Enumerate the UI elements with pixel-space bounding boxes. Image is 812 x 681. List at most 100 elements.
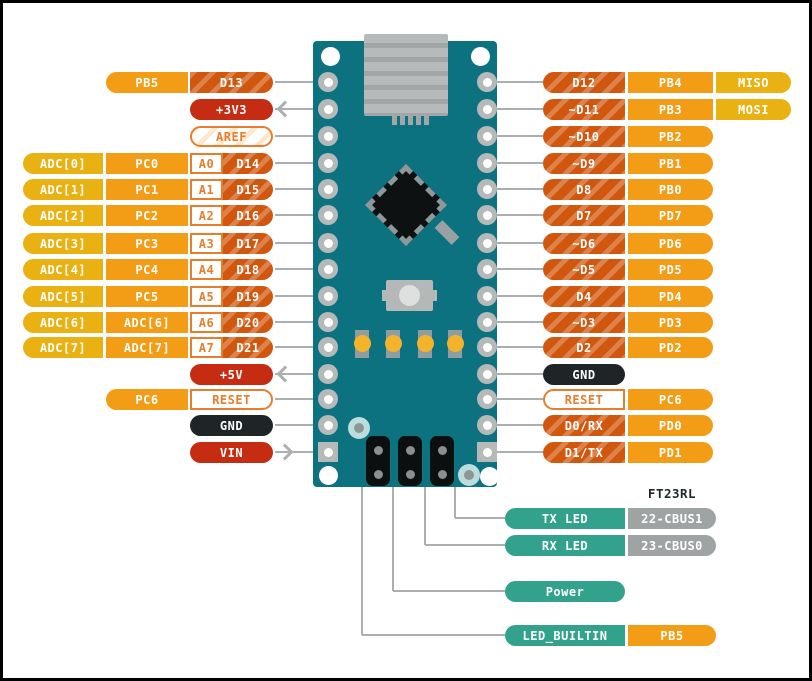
- reset-button: [386, 280, 433, 311]
- pin-label-reset: RESET: [543, 389, 625, 410]
- pin-hole-right-5: [477, 179, 497, 199]
- pin-label-tx-led: TX LED: [505, 508, 625, 529]
- analog-pin-label: A4: [190, 259, 223, 280]
- connector-line: [275, 451, 328, 453]
- pin-label-pc0: PC0: [106, 153, 188, 174]
- pin-hole-left-5: [318, 179, 338, 199]
- pin-label-d13: D13: [190, 72, 273, 93]
- mounting-hole: [319, 466, 338, 485]
- pin-hole-right-10: [477, 312, 497, 332]
- pin-hole-left-9: [318, 286, 338, 306]
- pin-label-miso: MISO: [716, 72, 791, 93]
- pin-label-pc2: PC2: [106, 205, 188, 226]
- connector-line: [487, 373, 543, 375]
- connector-line: [487, 321, 543, 323]
- pin-label-adc-7: ADC[7]: [23, 337, 103, 358]
- pin-hole-right-2: [477, 99, 497, 119]
- pin-label-adc-7: ADC[7]: [106, 337, 188, 358]
- pin-label-d9: ~D9: [543, 153, 625, 174]
- pin-label-vin: VIN: [190, 442, 273, 463]
- pin-label-d11: ~D11: [543, 99, 625, 120]
- connector-line: [487, 398, 543, 400]
- pin-hole-left-13: [318, 389, 338, 409]
- pin-label-led-builtin: LED_BUILTIN: [505, 625, 625, 646]
- pin-hole-left-10: [318, 312, 338, 332]
- connector-line: [361, 344, 363, 635]
- reset-button-tab: [382, 290, 387, 301]
- pin-label-d8: D8: [543, 179, 625, 200]
- pin-label-pb2: PB2: [628, 126, 713, 147]
- digital-pin-label: D21: [236, 340, 260, 355]
- pin-label-rx-led: RX LED: [505, 535, 625, 556]
- connector-line: [275, 81, 328, 83]
- connector-line: [393, 590, 505, 592]
- analog-pin-label: A5: [190, 286, 223, 307]
- connector-line: [275, 424, 328, 426]
- connector-line: [275, 188, 328, 190]
- pin-hole-left-12: [318, 364, 338, 384]
- digital-pin-label: D20: [236, 315, 260, 330]
- pin-label-adc-4: ADC[4]: [23, 259, 103, 280]
- connector-line: [487, 451, 543, 453]
- pin-hole-right-9: [477, 286, 497, 306]
- pin-label-d1-tx: D1/TX: [543, 442, 625, 463]
- pin-hole-left-15: [318, 442, 338, 462]
- analog-pin-label: A6: [190, 312, 223, 333]
- mounting-hole: [480, 467, 499, 486]
- icsp-pin: [405, 446, 415, 455]
- pin-label-pd7: PD7: [628, 205, 713, 226]
- led-dot-builtin: [353, 335, 371, 352]
- pin-label-pb1: PB1: [628, 153, 713, 174]
- connector-line: [275, 398, 328, 400]
- pin-label-a6-d20: A6 D20: [190, 312, 273, 333]
- icsp-pin: [405, 470, 415, 479]
- led-dot-tx: [446, 335, 464, 352]
- connector-line: [487, 268, 543, 270]
- chip-reference-label: FT23RL: [647, 486, 697, 501]
- pin-hole-left-8: [318, 259, 338, 279]
- connector-line: [487, 81, 543, 83]
- pin-label-pb3: PB3: [628, 99, 713, 120]
- pin-label-adc-6: ADC[6]: [23, 312, 103, 333]
- connector-line: [362, 634, 505, 636]
- pin-hole-right-3: [477, 126, 497, 146]
- pin-hole-left-1: [318, 72, 338, 92]
- pin-label-pb5: PB5: [628, 625, 716, 646]
- pin-label-22-cbus1: 22-CBUS1: [628, 508, 716, 529]
- pin-label-pb4: PB4: [628, 72, 713, 93]
- pin-label-power: Power: [505, 581, 625, 602]
- pin-label-pc5: PC5: [106, 286, 188, 307]
- pin-label-d0-rx: D0/RX: [543, 415, 625, 436]
- pin-hole-right-13: [477, 389, 497, 409]
- pin-label-aref: AREF: [190, 126, 273, 147]
- pin-label-pc1: PC1: [106, 179, 188, 200]
- pin-hole-right-12: [477, 364, 497, 384]
- connector-line: [487, 108, 543, 110]
- pin-label-a7-d21: A7 D21: [190, 337, 273, 358]
- connector-line: [275, 268, 328, 270]
- pin-label-d2: D2: [543, 337, 625, 358]
- connector-line: [275, 135, 328, 137]
- pin-label-gnd: GND: [543, 364, 625, 385]
- pin-hole-left-2: [318, 99, 338, 119]
- pin-label-adc-1: ADC[1]: [23, 179, 103, 200]
- usb-solder-pin: [416, 116, 421, 125]
- pin-hole-right-4: [477, 153, 497, 173]
- pin-label-mosi: MOSI: [716, 99, 791, 120]
- connector-line: [487, 135, 543, 137]
- arrow-left-icon: [276, 100, 294, 118]
- led-dot-rx: [416, 335, 434, 352]
- pin-label-pd6: PD6: [628, 233, 713, 254]
- pin-label-pd3: PD3: [628, 312, 713, 333]
- pin-label-adc-2: ADC[2]: [23, 205, 103, 226]
- analog-pin-label: A7: [190, 337, 223, 358]
- connector-line: [487, 295, 543, 297]
- pin-label-pc6: PC6: [628, 389, 713, 410]
- icsp-pin: [437, 446, 447, 455]
